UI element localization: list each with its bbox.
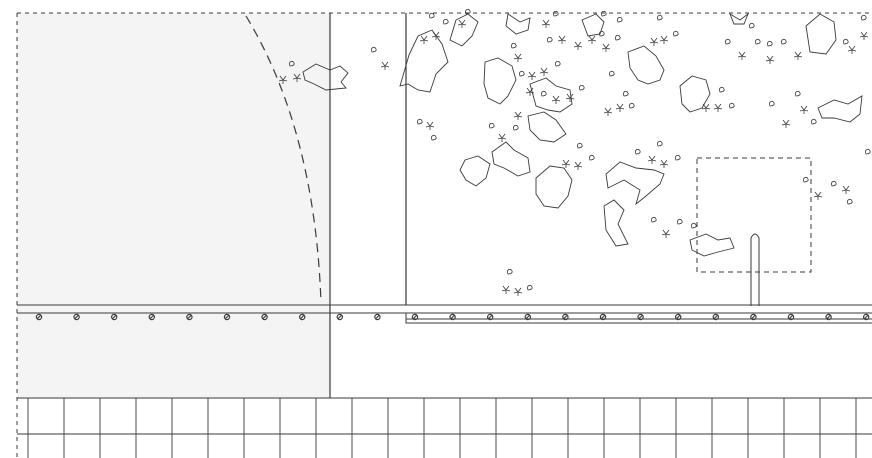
bolt-icon — [148, 313, 155, 321]
bolt-icon — [750, 313, 757, 321]
bolt-icon — [524, 313, 532, 321]
bolt-icon — [35, 313, 43, 321]
bolt-icon — [787, 313, 795, 321]
dashed-detail-box — [696, 157, 812, 273]
bolt-icon — [299, 313, 306, 321]
zone-dividers — [329, 13, 407, 398]
paving-grid — [17, 397, 872, 458]
bolt-icon — [223, 313, 231, 321]
bolt-icon — [825, 313, 832, 321]
bolt-icon — [336, 313, 343, 321]
bolt-icon — [110, 313, 118, 321]
bolt-icon — [261, 313, 268, 321]
bolt-icon — [599, 313, 607, 321]
bolt-icon — [449, 313, 456, 321]
site-boundary — [16, 12, 872, 458]
bolt-row — [35, 313, 870, 321]
bolt-icon — [712, 313, 720, 321]
shaded-left-zone — [17, 13, 330, 398]
bolt-icon — [374, 313, 381, 321]
bolt-icon — [411, 313, 419, 321]
rock-cluster — [302, 12, 863, 257]
bolt-icon — [487, 313, 494, 321]
dashed-arc — [245, 15, 322, 304]
bolt-icon — [562, 313, 569, 321]
bolt-icon — [863, 313, 870, 321]
pole — [750, 233, 760, 306]
bolt-icon — [637, 313, 644, 321]
bolt-icon — [675, 313, 682, 321]
plant-cluster — [278, 8, 871, 297]
bolt-icon — [186, 313, 193, 321]
bolt-icon — [73, 313, 80, 321]
